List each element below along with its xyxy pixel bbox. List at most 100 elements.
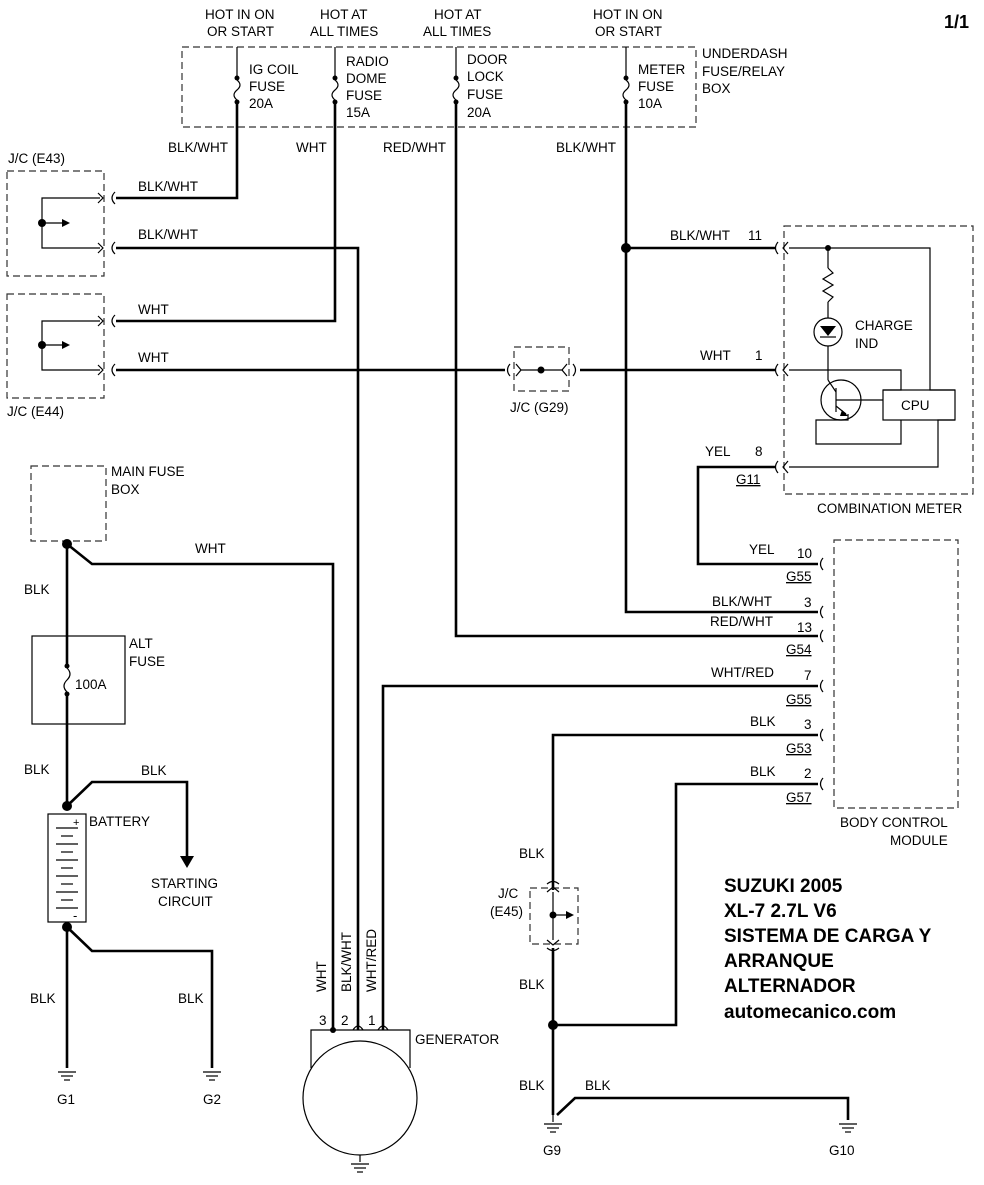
meter-pin-8: 8 [755, 444, 763, 459]
alt-fuse-label-2: FUSE [129, 654, 165, 669]
ground-g10-label: G10 [829, 1143, 855, 1158]
charge-ind-label-2: IND [855, 336, 879, 351]
fuse-door-lock-l1: DOOR [467, 52, 508, 67]
wire-blk-bcm-3 [551, 733, 818, 890]
wire-label-e45-bot: BLK [519, 977, 545, 992]
wire-label-gen-wht: WHT [314, 961, 329, 992]
cpu-box [882, 389, 956, 421]
wire-label-meter-11: BLK/WHT [670, 228, 730, 243]
ground-g9-icon [544, 1115, 562, 1133]
fuse-door-lock-l4: 20A [467, 105, 491, 120]
title-line-3: SISTEMA DE CARGA Y [724, 926, 932, 947]
battery-plus: + [73, 817, 79, 829]
wire-door-lock [454, 104, 818, 638]
bcm-box [833, 539, 959, 809]
fuse-ig-coil-l2: FUSE [249, 79, 285, 94]
wire-label-g1: BLK [30, 991, 56, 1006]
bcm-pin-3a: 3 [804, 595, 812, 610]
fuse-door-lock [452, 47, 460, 105]
bcm-pin-10: 10 [797, 546, 812, 561]
fuse-radio-dome-l1: RADIO [346, 54, 389, 69]
bcm-connector-g55-a: G55 [786, 569, 812, 584]
bcm-pin-2: 2 [804, 766, 812, 781]
wire-label-main-wht: WHT [195, 541, 226, 556]
jc-g29-label: J/C (G29) [510, 400, 569, 415]
generator-pin-1: 1 [368, 1013, 376, 1028]
jc-g29-box [513, 346, 570, 392]
title-line-4: ARRANQUE [724, 951, 834, 972]
main-fuse-box-label-1: MAIN FUSE [111, 464, 185, 479]
wire-label-bcm-10: YEL [749, 542, 775, 557]
hot-label-2-line2: ALL TIMES [310, 24, 378, 39]
jc-e45-label-2: (E45) [490, 904, 523, 919]
wire-meter-fuse [624, 104, 818, 614]
hot-label-4-line2: OR START [595, 24, 662, 39]
battery-cells-icon [56, 827, 78, 909]
wire-label-gen-whtred: WHT/RED [364, 929, 379, 992]
bcm-connector-g54: G54 [786, 642, 812, 657]
jc-e45-label-1: J/C [498, 886, 519, 901]
wire-label-g10: BLK [585, 1078, 611, 1093]
jc-e43-bus [38, 191, 116, 255]
wire-ig-coil [116, 128, 239, 200]
alt-fuse-icon [63, 663, 71, 697]
wire-label-g9: BLK [519, 1078, 545, 1093]
jc-e43-box [6, 170, 105, 277]
fuse-ig-coil-l1: IG COIL [249, 62, 299, 77]
ground-g10-icon [839, 1123, 857, 1133]
wire-label-starting: BLK [141, 763, 167, 778]
hot-label-3-line2: ALL TIMES [423, 24, 491, 39]
fuse-radio-dome-l2: DOME [346, 71, 387, 86]
wire-g2 [66, 926, 214, 1068]
battery-minus: - [73, 908, 77, 923]
generator-pin-3: 3 [319, 1013, 327, 1028]
page-number: 1/1 [944, 12, 969, 32]
fuse-ig-coil [233, 47, 241, 128]
starting-label-1: STARTING [151, 876, 218, 891]
wire-label-e43-b: BLK/WHT [138, 227, 198, 242]
wire-label-blk-upper: BLK [24, 582, 50, 597]
meter-internal-circuit [789, 245, 955, 468]
wire-label-bcm-7: WHT/RED [711, 665, 774, 680]
wire-label-e44-b: WHT [138, 350, 169, 365]
title-line-5: ALTERNADOR [724, 976, 856, 997]
battery-label: BATTERY [89, 814, 150, 829]
hot-label-2-line1: HOT AT [320, 7, 368, 22]
alt-fuse-rating: 100A [75, 677, 107, 692]
wire-radio-dome [116, 104, 337, 323]
main-fuse-box [30, 465, 107, 542]
splice-e45 [548, 1020, 558, 1030]
bcm-pin-13: 13 [797, 620, 812, 635]
hot-label-3-line1: HOT AT [434, 7, 482, 22]
wire-main-wht [66, 542, 335, 1030]
jc-e43-label: J/C (E43) [8, 151, 65, 166]
hot-label-1-line2: OR START [207, 24, 274, 39]
wire-label-door-lock: RED/WHT [383, 140, 446, 155]
fuse-meter-l3: 10A [638, 96, 662, 111]
hot-label-4-line1: HOT IN ON [593, 7, 663, 22]
wire-label-ig-coil: BLK/WHT [168, 140, 228, 155]
wire-label-bcm-3a: BLK/WHT [712, 594, 772, 609]
combination-meter-box [783, 225, 974, 495]
fuse-ig-coil-l3: 20A [249, 96, 273, 111]
underdash-box-label-3: BOX [702, 81, 731, 96]
underdash-box-label-1: UNDERDASH [702, 46, 788, 61]
wire-label-e45-top: BLK [519, 846, 545, 861]
title-line-1: SUZUKI 2005 [724, 876, 843, 897]
generator-pin-2: 2 [341, 1013, 349, 1028]
bcm-title-1: BODY CONTROL [840, 815, 948, 830]
combination-meter-title: COMBINATION METER [817, 501, 963, 516]
wire-starting [66, 780, 189, 858]
bcm-connector-g55-b: G55 [786, 692, 812, 707]
fuse-meter-l2: FUSE [638, 79, 674, 94]
wire-label-blk-mid: BLK [24, 762, 50, 777]
meter-pin-11: 11 [748, 228, 762, 243]
wire-whtred-generator [381, 684, 818, 1030]
hot-label-1-line1: HOT IN ON [205, 7, 275, 22]
starting-arrow-icon [180, 856, 194, 868]
meter-pin-connectors [774, 241, 789, 474]
fuse-meter [622, 47, 630, 105]
jc-e44-box [6, 293, 105, 399]
ground-g2-icon [203, 1071, 221, 1081]
